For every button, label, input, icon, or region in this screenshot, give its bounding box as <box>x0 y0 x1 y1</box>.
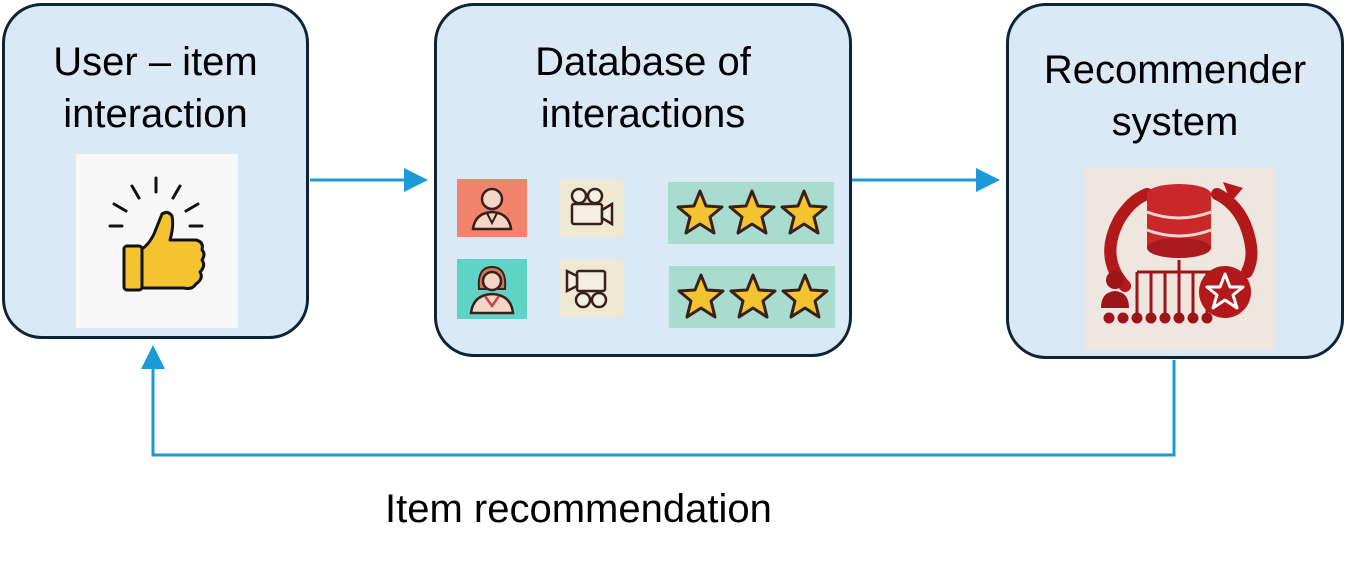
video-camera-icon <box>559 179 623 237</box>
database-box: Database of interactions <box>434 3 852 357</box>
star-icon <box>780 189 828 235</box>
star-icon <box>781 273 829 319</box>
female-user-icon <box>457 259 527 319</box>
rating-stars <box>669 266 835 328</box>
thumbs-up-icon <box>76 154 238 328</box>
recommender-box: Recommender system <box>1006 3 1344 359</box>
video-camera-icon <box>559 259 623 317</box>
star-icon <box>677 273 725 319</box>
rating-stars <box>668 182 834 244</box>
star-icon <box>729 273 777 319</box>
recommender-database-icon <box>1085 168 1275 350</box>
feedback-arrow <box>141 345 1176 457</box>
male-user-icon <box>457 179 527 237</box>
recommender-title: Recommender system <box>1043 48 1307 144</box>
feedback-label: Item recommendation <box>385 487 772 531</box>
star-icon <box>676 189 724 235</box>
star-icon <box>728 189 776 235</box>
database-title: Database of interactions <box>535 40 751 136</box>
interaction-box: User – item interaction <box>2 3 309 339</box>
interaction-title: User – item interaction <box>53 40 258 136</box>
